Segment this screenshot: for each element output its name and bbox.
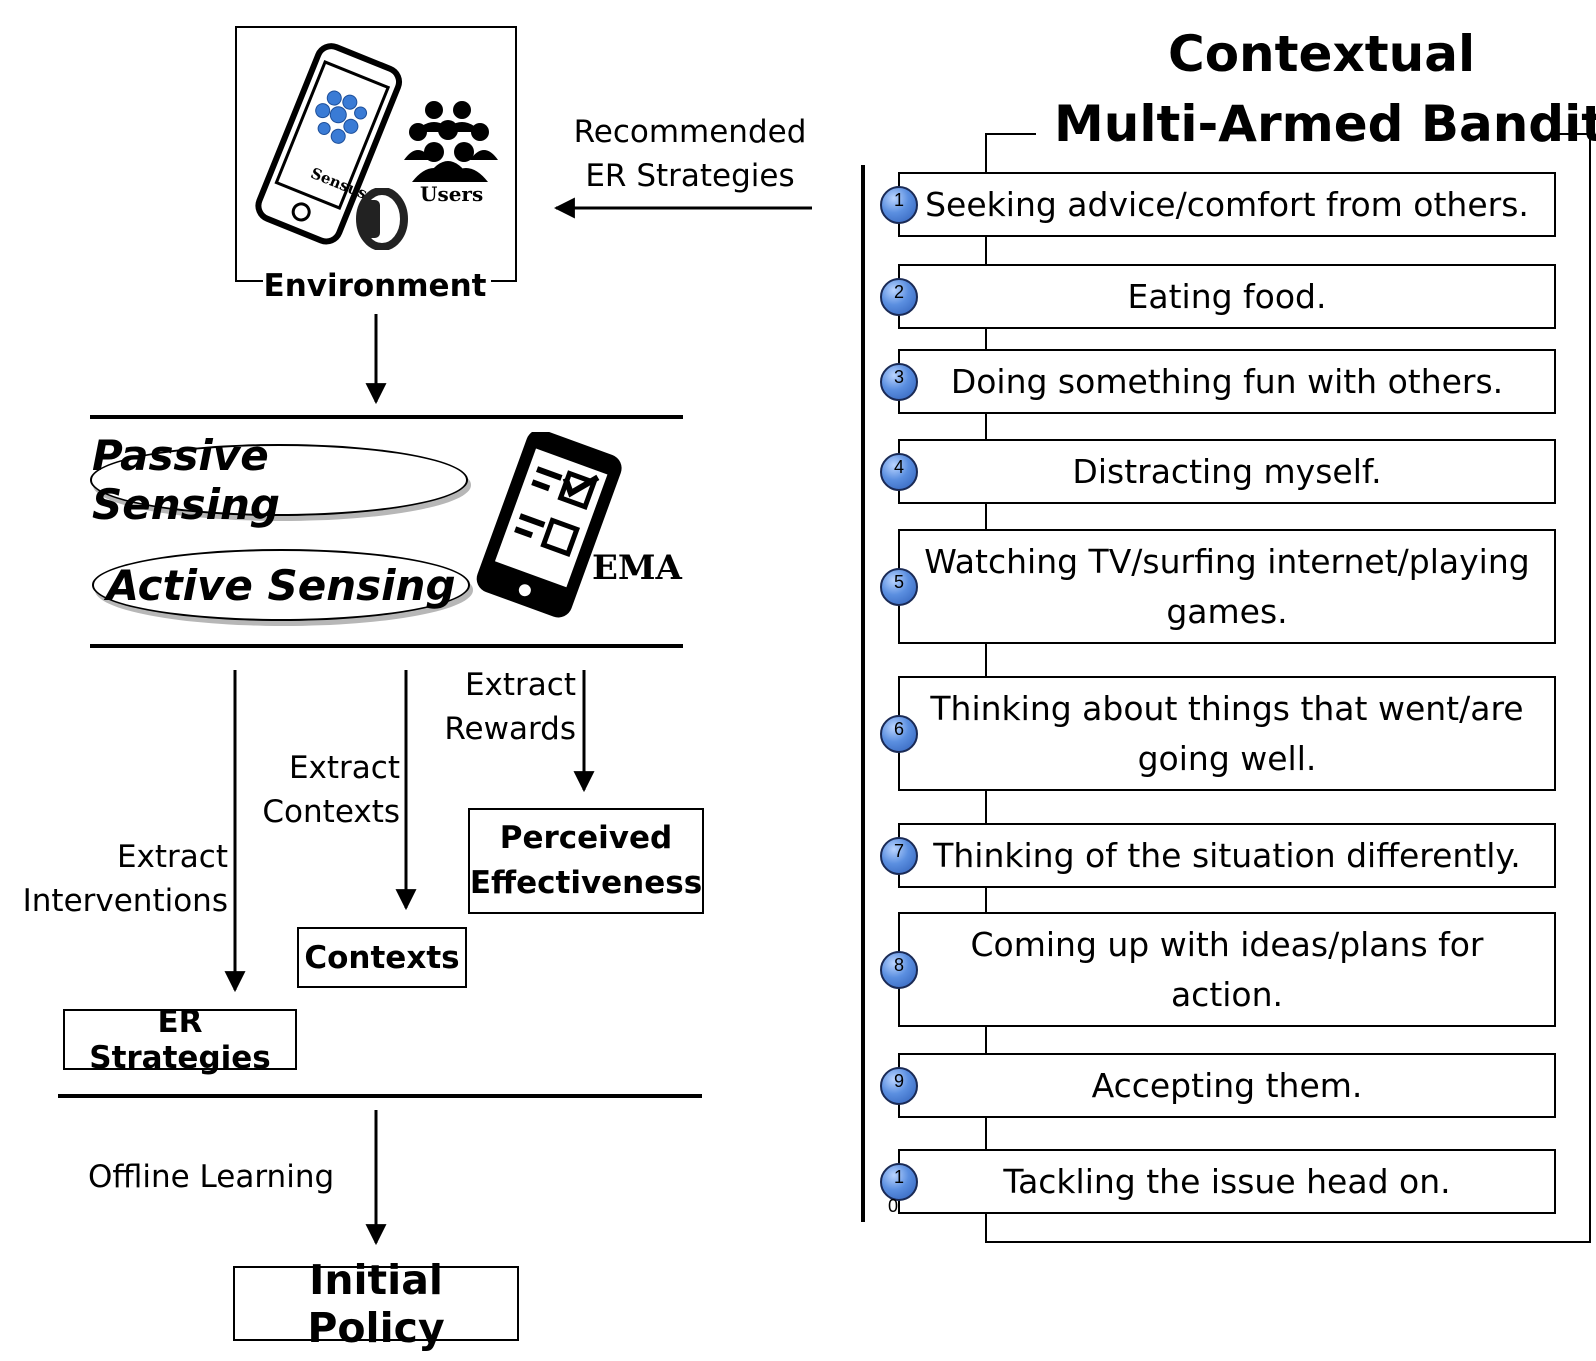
arm-number-badge: 2 xyxy=(880,277,918,316)
bandit-title-bg xyxy=(1040,94,1554,160)
arm-label: Thinking of the situation differently. xyxy=(933,831,1521,881)
arm-box-4: Distracting myself. xyxy=(898,439,1556,504)
arm-box-10: Tackling the issue head on. xyxy=(898,1149,1556,1214)
arm-label-line: Doing something fun with others. xyxy=(950,361,1504,401)
extract-interventions-line1: Extract xyxy=(116,839,228,875)
arm-number-badge: 1 xyxy=(880,185,918,224)
arm-number-suffix: 0 xyxy=(888,1195,899,1216)
wristband-icon xyxy=(356,188,408,250)
arm-label-line: going well. xyxy=(1137,738,1317,778)
initial-policy-box: Initial Policy xyxy=(233,1256,519,1352)
arm-box-1: Seeking advice/comfort from others. xyxy=(898,172,1556,237)
arm-label: Seeking advice/comfort from others. xyxy=(925,180,1529,230)
arm-label: Thinking about things that went/are going… xyxy=(930,684,1523,784)
arm-label-line: Accepting them. xyxy=(1091,1065,1363,1105)
er-strategies-box: ER Strategies xyxy=(63,1004,297,1076)
users-label: Users xyxy=(420,182,484,206)
extract-interventions-line2: Interventions xyxy=(22,883,228,919)
perceived-effectiveness-box: Perceived Effectiveness xyxy=(468,808,704,914)
perceived-line2: Effectiveness xyxy=(469,865,703,901)
arm-label: Watching TV/surfing internet/playing game… xyxy=(924,537,1529,637)
ema-phone-icon xyxy=(476,432,622,618)
recommended-label-line2: ER Strategies xyxy=(585,158,795,194)
arm-label-line: Watching TV/surfing internet/playing xyxy=(924,541,1530,581)
arm-label-line: games. xyxy=(1166,591,1288,631)
bandit-frame xyxy=(985,133,1591,1243)
contexts-box: Contexts xyxy=(297,927,467,988)
arm-box-7: Thinking of the situation differently. xyxy=(898,823,1556,888)
recommended-label-line1: Recommended xyxy=(573,114,807,150)
extract-rewards-line1: Extract xyxy=(464,667,576,703)
bandit-title-line1: Contextual xyxy=(1168,25,1476,83)
arm-label-line: action. xyxy=(1170,974,1284,1014)
arm-box-6: Thinking about things that went/are going… xyxy=(898,676,1556,791)
arm-label-line: Tackling the issue head on. xyxy=(1003,1161,1451,1201)
arm-number-badge: 1 xyxy=(880,1162,918,1201)
offline-learning-label: Offline Learning xyxy=(88,1159,335,1195)
arm-label-line: Eating food. xyxy=(1127,276,1327,316)
arm-box-3: Doing something fun with others. xyxy=(898,349,1556,414)
arm-box-9: Accepting them. xyxy=(898,1053,1556,1118)
arm-label: Doing something fun with others. xyxy=(951,357,1503,407)
arm-label-line: Thinking of the situation differently. xyxy=(933,835,1521,875)
arm-label: Accepting them. xyxy=(1092,1061,1363,1111)
smartphone-icon: Sensus xyxy=(255,43,403,245)
arm-number-badge: 4 xyxy=(880,452,918,491)
arm-number-badge: 5 xyxy=(880,567,918,606)
arm-label-line: Coming up with ideas/plans for xyxy=(970,924,1484,964)
arm-box-2: Eating food. xyxy=(898,264,1556,329)
active-sensing-pill: Active Sensing xyxy=(92,549,470,621)
arm-number-badge: 9 xyxy=(880,1066,918,1105)
arm-box-8: Coming up with ideas/plans for action. xyxy=(898,912,1556,1027)
arm-label: Eating food. xyxy=(1128,272,1327,322)
arm-label: Coming up with ideas/plans for action. xyxy=(970,920,1483,1020)
arm-label-line: Distracting myself. xyxy=(1072,451,1382,491)
arm-label: Distracting myself. xyxy=(1072,447,1381,497)
perceived-line1: Perceived xyxy=(499,820,673,856)
arm-label-line: Thinking about things that went/are xyxy=(930,688,1524,728)
arm-label: Tackling the issue head on. xyxy=(1003,1157,1450,1207)
extract-contexts-line2: Contexts xyxy=(262,794,400,830)
arm-number-badge: 7 xyxy=(880,836,918,875)
bandit-title-line2: Multi-Armed Bandit xyxy=(1054,95,1596,153)
arm-number-badge: 3 xyxy=(880,362,918,401)
arm-box-5: Watching TV/surfing internet/playing game… xyxy=(898,529,1556,644)
users-icon xyxy=(404,101,498,182)
passive-sensing-pill: Passive Sensing xyxy=(90,431,468,529)
arm-number-badge: 6 xyxy=(880,714,918,753)
arm-number-badge: 8 xyxy=(880,950,918,989)
extract-contexts-line1: Extract xyxy=(288,750,400,786)
environment-label: Environment xyxy=(263,268,487,304)
extract-rewards-line2: Rewards xyxy=(444,711,576,747)
arm-label-line: Seeking advice/comfort from others. xyxy=(925,184,1529,224)
ema-label: EMA xyxy=(592,548,682,588)
environment-label-bg xyxy=(263,268,491,298)
